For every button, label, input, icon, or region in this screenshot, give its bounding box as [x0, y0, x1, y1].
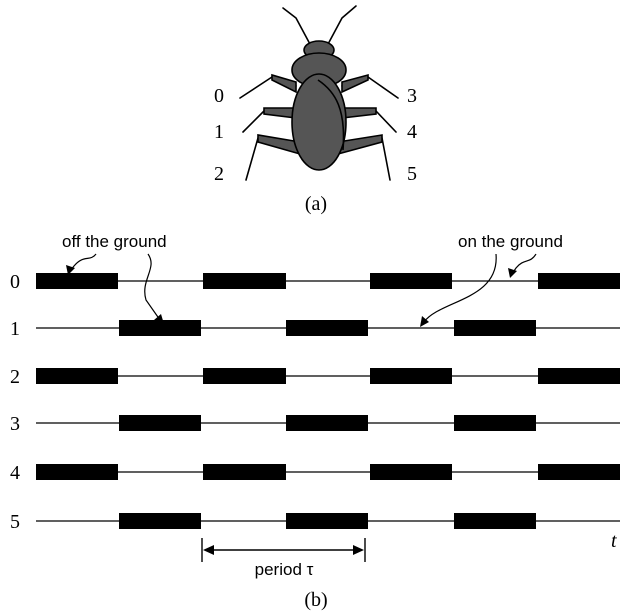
swing-bar-2-3: [538, 368, 620, 384]
swing-bar-5-0: [119, 513, 201, 529]
femur-3: [342, 75, 368, 92]
swing-bar-5-1: [286, 513, 368, 529]
swing-bar-1-2: [454, 320, 536, 336]
leg-number-5: 5: [407, 163, 417, 185]
swing-bar-3-2: [454, 415, 536, 431]
swing-bar-2-2: [370, 368, 452, 384]
row-label-3: 3: [10, 413, 20, 435]
annotation-on-the-ground: on the ground: [458, 232, 563, 251]
period-label: period τ: [255, 560, 314, 579]
swing-bar-4-0: [36, 464, 118, 480]
antenna-left: [283, 8, 311, 46]
swing-bar-0-0: [36, 273, 118, 289]
swing-bar-5-2: [454, 513, 536, 529]
swing-bar-2-0: [36, 368, 118, 384]
row-label-0: 0: [10, 271, 20, 293]
swing-bar-4-1: [203, 464, 286, 480]
swing-bar-4-2: [370, 464, 452, 480]
period-arrowhead-right: [353, 545, 364, 555]
insect-body: [258, 41, 382, 170]
swing-bar-1-1: [286, 320, 368, 336]
swing-bar-3-1: [286, 415, 368, 431]
femur-0: [272, 75, 296, 92]
period-marker: [202, 538, 365, 562]
swing-bar-0-2: [370, 273, 452, 289]
antenna-right: [327, 6, 356, 46]
gait-rows: 0 1 2 3 4 5: [10, 271, 620, 533]
annotation-arrows: [70, 254, 536, 322]
row-label-4: 4: [10, 462, 20, 484]
leg-number-4: 4: [407, 121, 417, 143]
femur-4: [342, 108, 376, 118]
row-label-2: 2: [10, 366, 20, 388]
annotation-off-the-ground: off the ground: [62, 232, 167, 251]
leg-number-0: 0: [214, 85, 224, 107]
time-axis-label: t: [611, 530, 617, 552]
caption-b: (b): [304, 589, 327, 611]
leg-number-2: 2: [214, 163, 224, 185]
swing-bar-0-1: [203, 273, 286, 289]
insect-abdomen: [292, 74, 346, 170]
row-label-1: 1: [10, 318, 20, 340]
leg-number-3: 3: [407, 85, 417, 107]
arrow-off-to-row1: [145, 254, 160, 320]
row-label-5: 5: [10, 511, 20, 533]
swing-bar-2-1: [203, 368, 286, 384]
caption-a: (a): [305, 193, 327, 215]
swing-bar-3-0: [119, 415, 201, 431]
femur-1: [264, 108, 296, 118]
period-arrowhead-left: [203, 545, 214, 555]
leg-number-1: 1: [214, 121, 224, 143]
swing-bar-4-3: [538, 464, 620, 480]
swing-bar-0-3: [538, 273, 620, 289]
